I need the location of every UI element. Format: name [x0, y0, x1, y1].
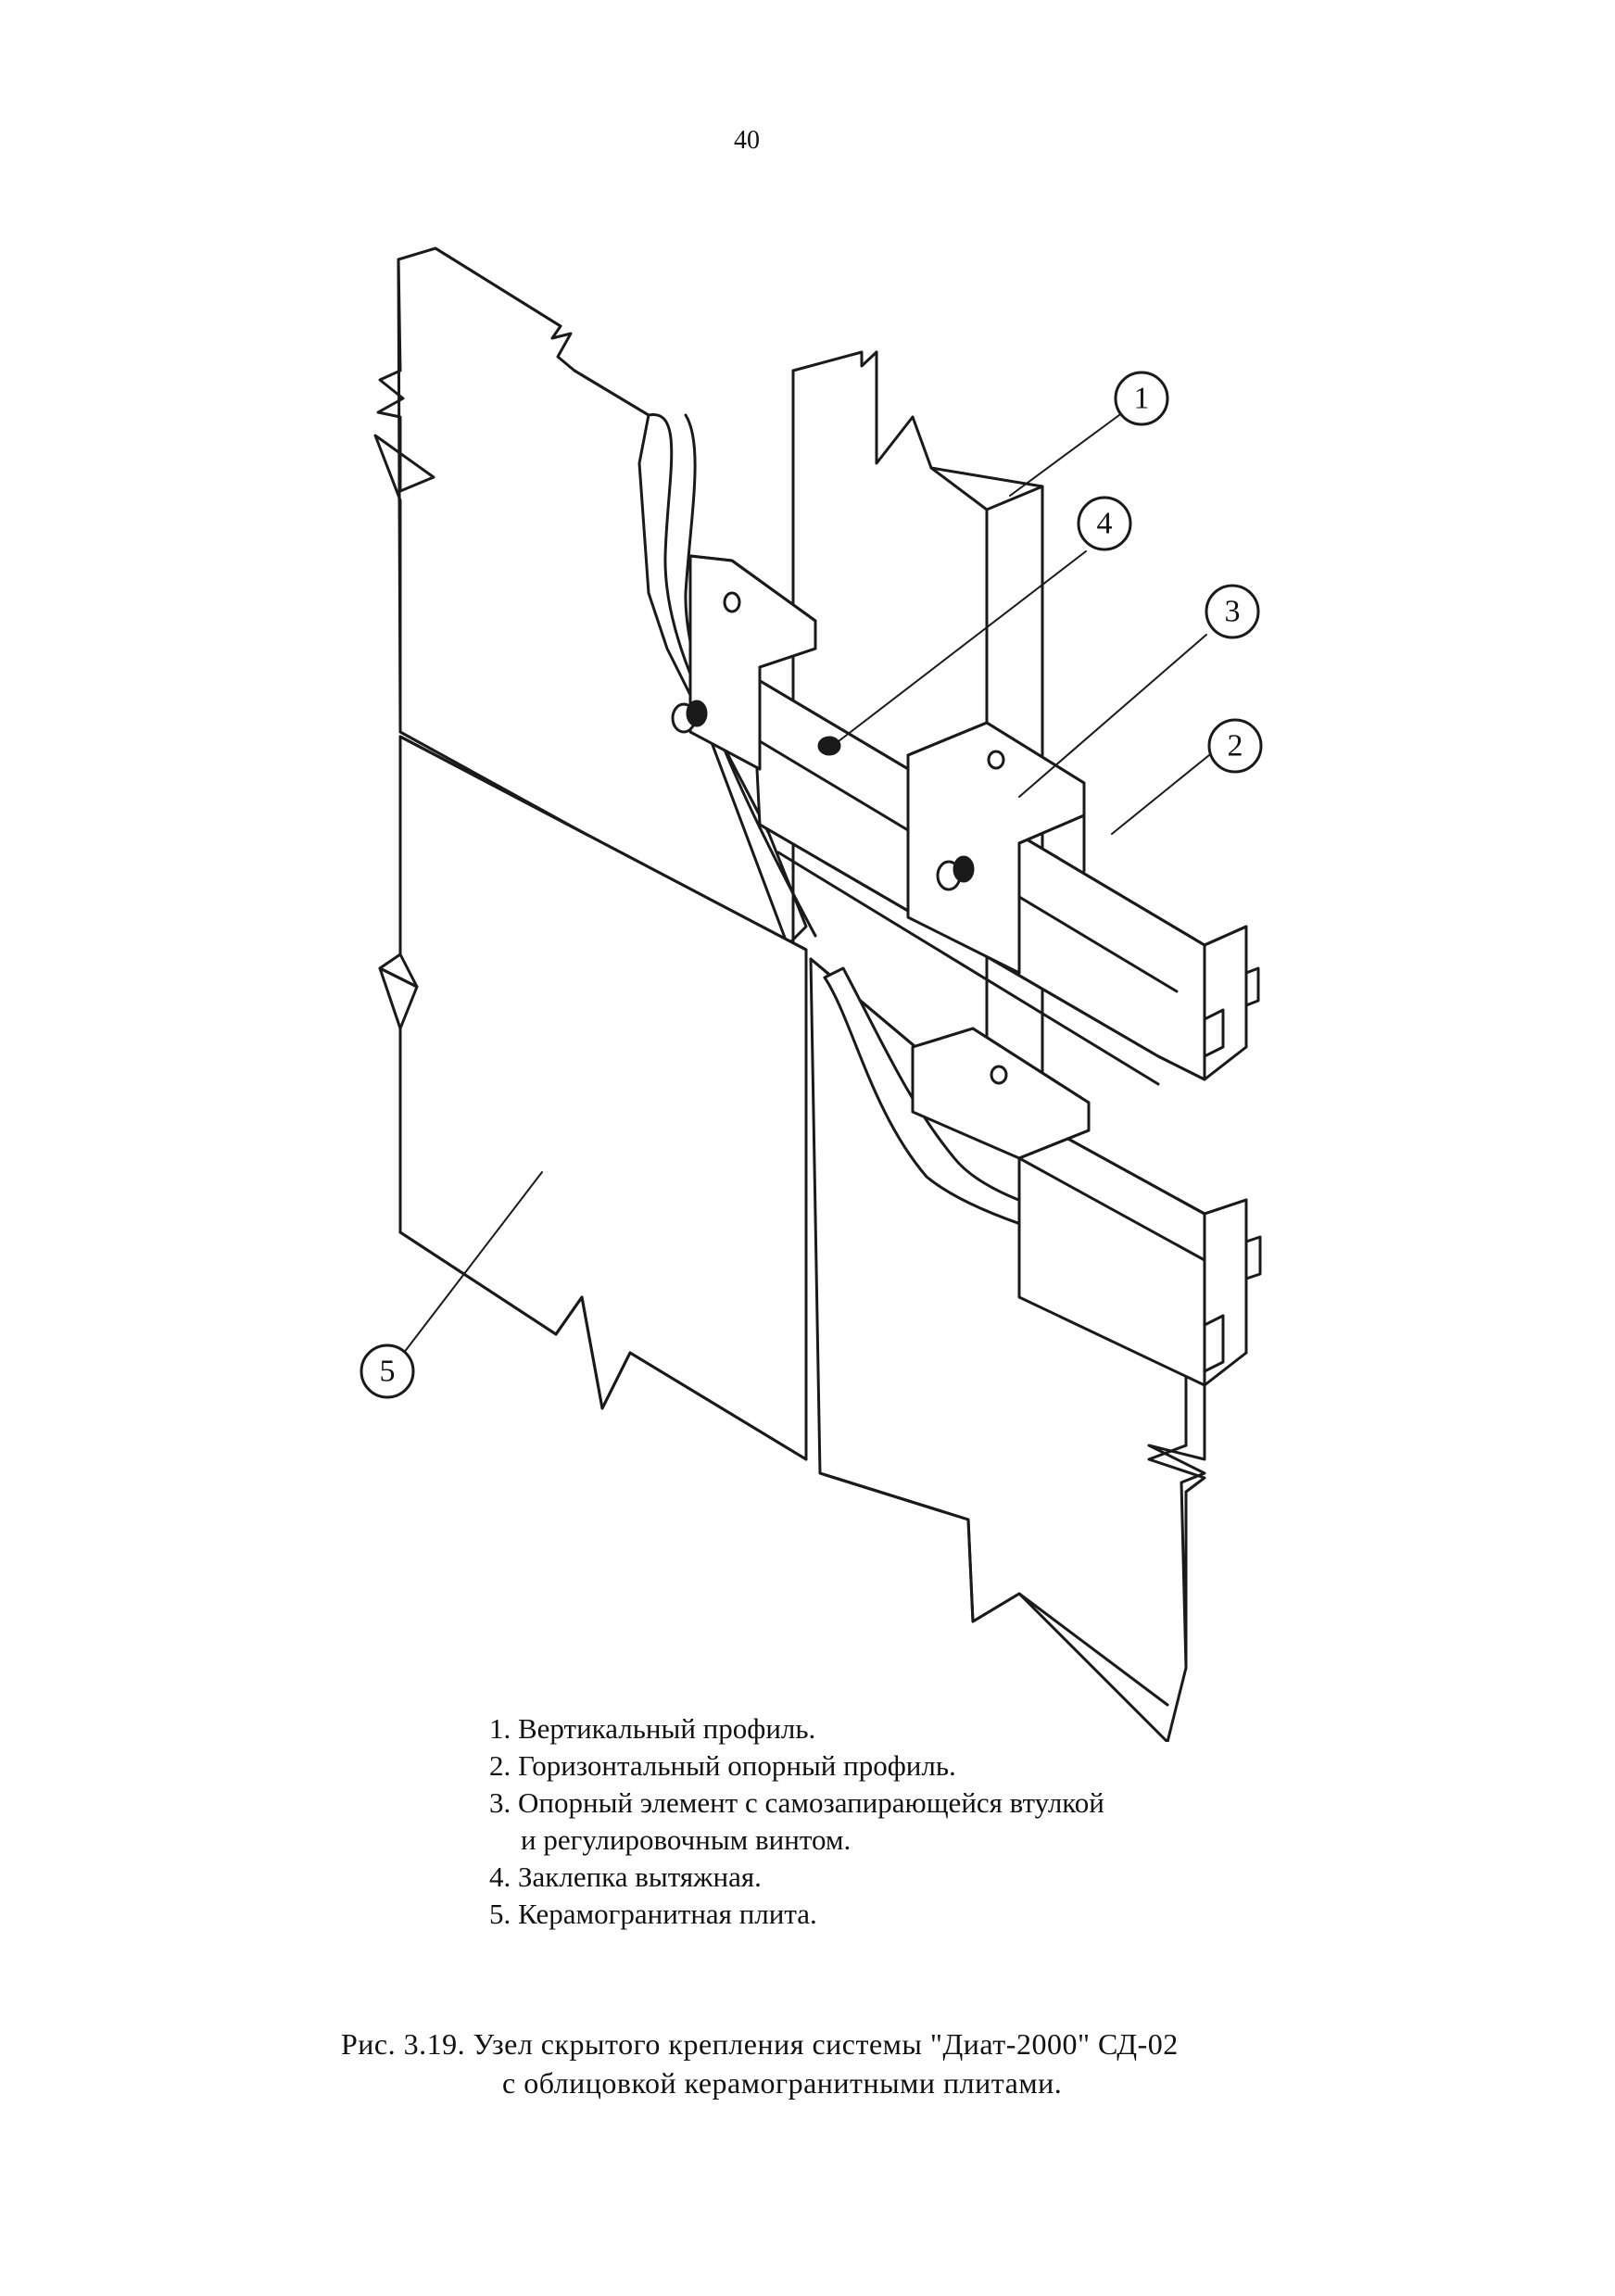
horizontal-profile-lower — [1017, 1110, 1262, 1387]
legend-item-3-continuation: и регулировочным винтом. — [521, 1823, 852, 1856]
support-element-rear — [688, 554, 817, 771]
upper-left-slab — [373, 246, 817, 947]
callout-4: 4 — [1077, 496, 1132, 551]
lower-left-slab — [378, 735, 808, 1461]
support-element-lower — [911, 1027, 1091, 1160]
callout-5: 5 — [360, 1344, 415, 1399]
legend: 1. Вертикальный профиль. 2. Горизонтальн… — [489, 1710, 1323, 1933]
svg-text:5: 5 — [380, 1355, 396, 1389]
svg-text:3: 3 — [1225, 595, 1241, 629]
callout-1: 1 — [1114, 371, 1169, 426]
callout-2: 2 — [1207, 718, 1263, 774]
figure-caption: Рис. 3.19. Узел скрытого крепления систе… — [341, 2025, 1360, 2102]
pull-rivet — [817, 736, 841, 756]
legend-item-5: 5. Керамогранитная плита. — [489, 1898, 817, 1930]
caption-line-1: Рис. 3.19. Узел скрытого крепления систе… — [341, 2027, 1179, 2061]
callout-3: 3 — [1205, 584, 1260, 639]
legend-item-2: 2. Горизонтальный опорный профиль. — [489, 1749, 956, 1782]
legend-item-4: 4. Заклепка вытяжная. — [489, 1861, 762, 1893]
svg-text:1: 1 — [1134, 382, 1150, 416]
svg-text:2: 2 — [1228, 729, 1243, 763]
legend-item-1: 1. Вертикальный профиль. — [489, 1712, 816, 1745]
caption-line-2: с облицовкой керамогранитными плитами. — [502, 2066, 1063, 2100]
leader-lines — [399, 411, 1210, 1358]
adjusting-screw-front — [936, 855, 975, 891]
page-number: 40 — [734, 126, 760, 155]
legend-item-3: 3. Опорный элемент с самозапирающейся вт… — [489, 1786, 1104, 1819]
adjusting-screw-upper — [671, 700, 708, 734]
fastening-node-drawing: 1 4 3 2 5 — [360, 246, 1263, 1742]
svg-text:4: 4 — [1097, 507, 1113, 541]
support-element-front — [906, 721, 1086, 975]
